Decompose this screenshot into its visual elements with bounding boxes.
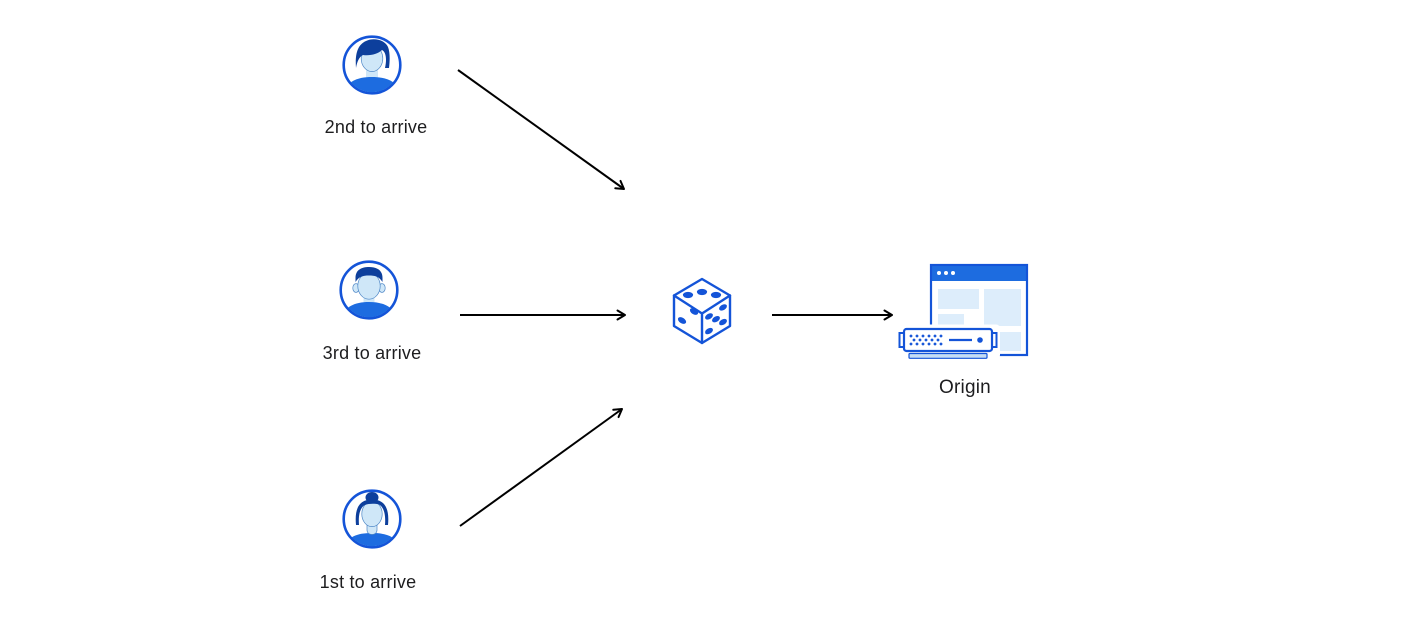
origin-server-icon [896, 263, 1029, 359]
avatar-face [361, 501, 383, 527]
visitor-3rd-label: 3rd to arrive [322, 343, 422, 363]
server-vent-diamonds [909, 334, 943, 346]
browser-titlebar-dots [937, 271, 955, 275]
server-appliance [896, 324, 1000, 359]
dice-inner-edges [672, 294, 732, 345]
dice-pips [677, 288, 727, 335]
avatar-hair [355, 267, 383, 282]
avatar-face [357, 272, 381, 300]
server-led-dot [977, 337, 983, 343]
visitor-2nd-label: 2nd to arrive [324, 117, 428, 137]
browser-titlebar [931, 265, 1027, 281]
origin-label: Origin [939, 377, 991, 398]
dice-icon [672, 277, 732, 345]
server-body [902, 327, 994, 353]
avatar-hair-bun [365, 492, 379, 503]
user-avatar-icon [339, 260, 399, 320]
arrow-visitor-2nd-to-randomizer [457, 69, 625, 190]
avatar-hair [355, 39, 390, 68]
user-avatar-icon [342, 489, 402, 549]
visitor-1st-label: 1st to arrive [319, 572, 417, 592]
arrow-visitor-1st-to-randomizer [459, 408, 623, 527]
user-avatar-icon [342, 35, 402, 95]
server-base [908, 352, 988, 359]
